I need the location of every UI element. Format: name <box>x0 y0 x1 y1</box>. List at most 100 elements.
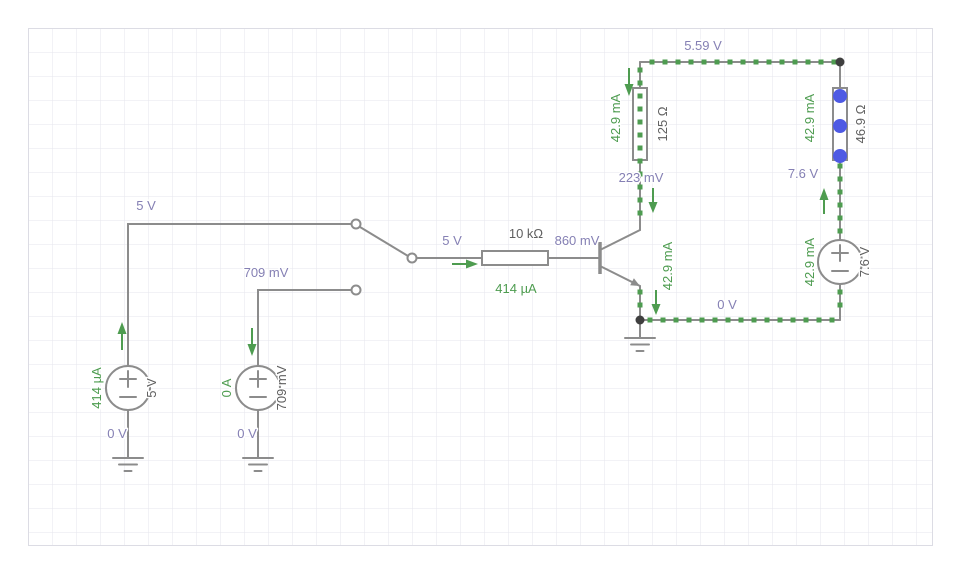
current-marker <box>753 59 759 65</box>
node-voltage-label: 0 V <box>107 426 127 441</box>
current-marker <box>649 59 655 65</box>
ground-emitter[interactable] <box>624 319 656 352</box>
current-marker <box>777 317 783 323</box>
grid-background <box>28 28 933 546</box>
current-marker <box>662 59 668 65</box>
ground-v1[interactable] <box>112 457 144 472</box>
current-marker <box>712 317 718 323</box>
resistor-rb[interactable] <box>481 250 549 266</box>
current-marker <box>766 59 772 65</box>
npn-transistor[interactable] <box>598 229 641 287</box>
current-label: 0 A <box>219 378 234 397</box>
current-marker <box>725 317 731 323</box>
current-marker <box>764 317 770 323</box>
current-label: 42.9 mA <box>802 237 817 286</box>
current-arrow-v3-up <box>819 188 829 214</box>
node-voltage-label: 7.6 V <box>788 166 819 181</box>
selection-dot[interactable] <box>833 119 847 133</box>
current-marker <box>714 59 720 65</box>
switch-throw-bottom[interactable] <box>350 284 362 296</box>
node-voltage-label: 5 V <box>442 233 462 248</box>
current-marker <box>831 59 837 65</box>
current-marker <box>637 210 643 216</box>
switch-blade[interactable] <box>359 226 409 257</box>
current-marker <box>779 59 785 65</box>
node-voltage-label: 5 V <box>136 198 156 213</box>
current-marker <box>837 176 843 182</box>
current-arrow-v1-up <box>117 322 127 350</box>
current-marker <box>837 302 843 308</box>
current-arrow-emitter-down <box>651 290 661 315</box>
wire-v1-to-switch[interactable] <box>127 223 352 367</box>
node-voltage-label: 860 mV <box>555 233 600 248</box>
switch-throw-top[interactable] <box>350 218 362 230</box>
node-voltage-label: 709 mV <box>244 265 289 280</box>
current-marker <box>751 317 757 323</box>
current-arrow-collector-down <box>648 188 658 213</box>
selection-dot[interactable] <box>833 149 847 163</box>
current-arrow-r1-down <box>624 68 634 96</box>
current-marker <box>688 59 694 65</box>
current-marker <box>829 317 835 323</box>
node-voltage-label: 5.59 V <box>684 38 722 53</box>
current-marker <box>647 317 653 323</box>
current-marker <box>637 184 643 190</box>
switch-pole[interactable] <box>406 252 418 264</box>
selection-dot[interactable] <box>833 89 847 103</box>
current-arrow-rb-right <box>452 259 478 269</box>
node-dot-top-right <box>835 57 845 67</box>
node-voltage-label: 0 V <box>237 426 257 441</box>
current-marker <box>637 197 643 203</box>
current-marker <box>637 67 643 73</box>
labels: 5 V 709 mV 5 V 860 mV 223 mV 5.59 V 0 V … <box>88 37 874 443</box>
current-arrow-v2-down <box>247 328 257 356</box>
current-label: 414 µA <box>89 367 104 409</box>
current-marker <box>637 132 643 138</box>
voltage-source-v1[interactable] <box>105 365 151 411</box>
current-marker <box>637 80 643 86</box>
current-marker <box>699 317 705 323</box>
wire-v2-to-switch[interactable] <box>257 289 352 367</box>
current-marker <box>837 289 843 295</box>
current-marker <box>837 163 843 169</box>
component-value-label: 5 V <box>144 378 159 398</box>
current-marker <box>637 93 643 99</box>
emitter-arrowhead <box>630 278 640 286</box>
plus-sign <box>119 370 137 388</box>
current-marker <box>803 317 809 323</box>
voltage-source-v3[interactable] <box>817 239 863 285</box>
current-marker <box>837 189 843 195</box>
current-marker <box>660 317 666 323</box>
component-value-label: 125 Ω <box>655 106 670 141</box>
plus-sign <box>249 370 267 388</box>
transistor-collector-lead <box>599 229 641 251</box>
current-marker <box>740 59 746 65</box>
current-label: 414 µA <box>495 281 537 296</box>
current-marker <box>816 317 822 323</box>
node-voltage-label: 0 V <box>717 297 737 312</box>
spdt-switch[interactable] <box>350 218 418 296</box>
current-marker <box>686 317 692 323</box>
node-dot-emitter <box>635 315 645 325</box>
current-marker <box>818 59 824 65</box>
voltage-source-v2[interactable] <box>235 365 281 411</box>
current-label: 42.9 mA <box>608 93 623 142</box>
current-marker <box>637 106 643 112</box>
current-marker <box>738 317 744 323</box>
current-label: 42.9 mA <box>802 93 817 142</box>
current-marker <box>637 171 643 177</box>
current-marker <box>837 202 843 208</box>
current-marker <box>637 145 643 151</box>
current-marker <box>675 59 681 65</box>
ground-v2[interactable] <box>242 457 274 472</box>
current-marker <box>805 59 811 65</box>
current-marker <box>701 59 707 65</box>
current-flow-markers <box>637 59 843 323</box>
component-value-label: 709 mV <box>274 365 289 410</box>
current-marker <box>792 59 798 65</box>
current-marker <box>637 158 643 164</box>
current-marker <box>637 119 643 125</box>
component-value-label: 7.6 V <box>857 246 872 277</box>
current-marker <box>673 317 679 323</box>
